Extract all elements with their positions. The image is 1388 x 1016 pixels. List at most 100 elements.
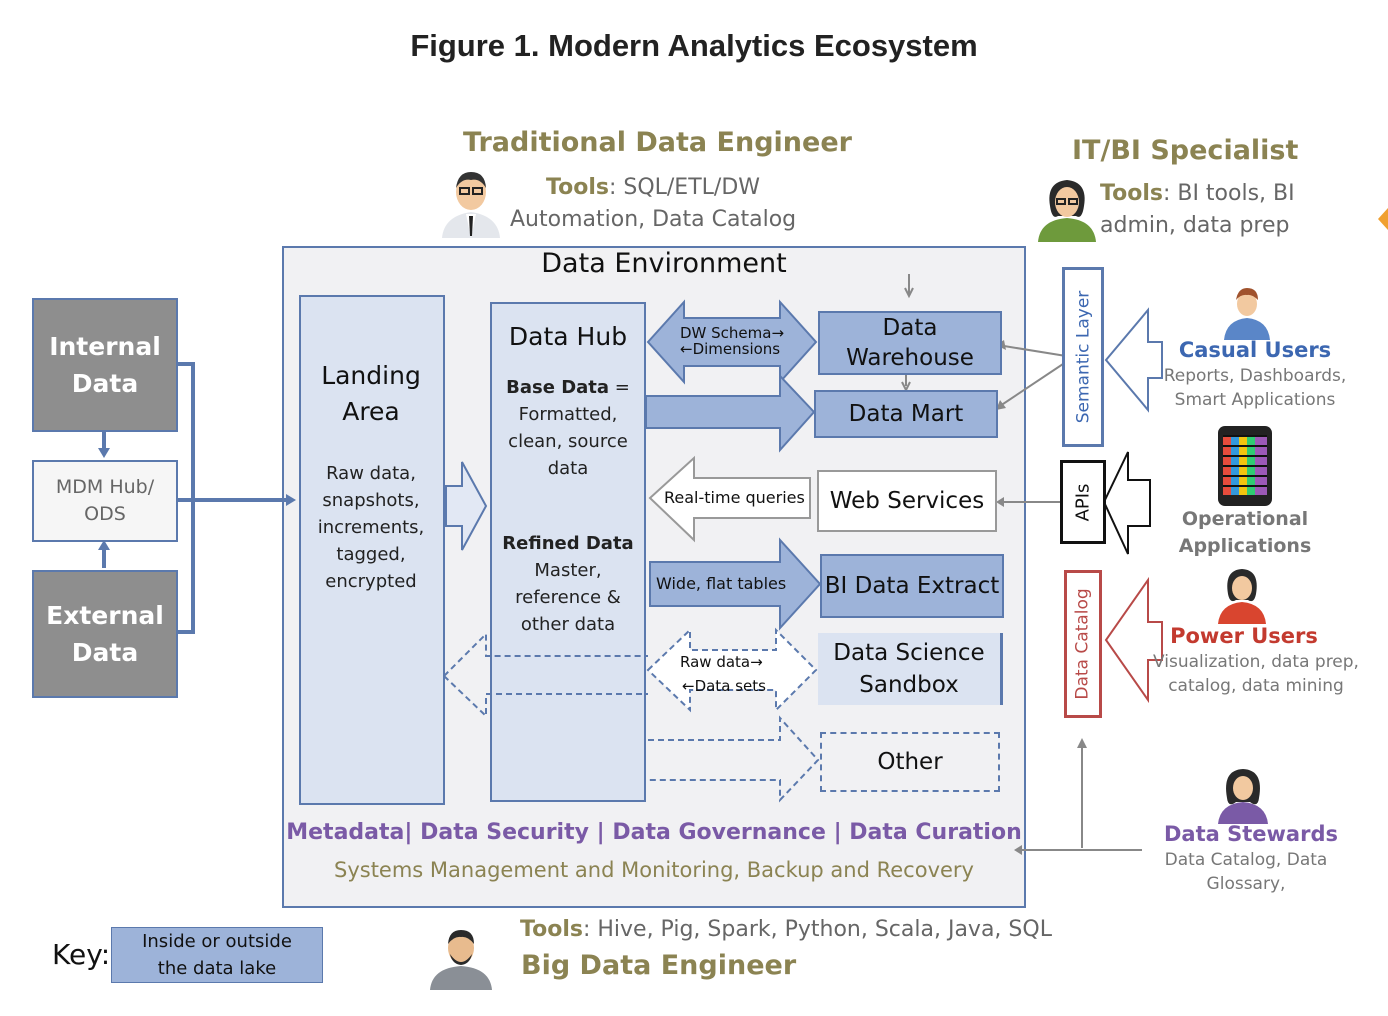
desc-line: Smart Applications [1174, 390, 1336, 410]
desc-line: Data Catalog, Data [1164, 850, 1328, 870]
desc-line: Glossary, [1206, 874, 1286, 894]
desc-line: encrypted [325, 571, 417, 592]
big-data-engineer-title: Big Data Engineer [521, 950, 797, 981]
casual-users-desc: Reports, Dashboards, Smart Applications [1150, 364, 1360, 412]
data-security-label: Data Security [420, 820, 589, 845]
web-services-box: Web Services [817, 470, 997, 532]
tools-line: : BI tools, BI [1162, 181, 1295, 206]
data-mart-box: Data Mart [814, 390, 998, 438]
separator: | [596, 820, 605, 845]
smartphone-icon [1218, 426, 1272, 506]
data-stewards-title: Data Stewards [1164, 822, 1338, 846]
title-line: Operational [1181, 508, 1309, 530]
tools-label: Tools [1100, 181, 1163, 206]
arrow-text: ←Dimensions [680, 340, 781, 358]
box-line: External [46, 601, 164, 630]
desc-line: increments, [317, 517, 425, 538]
data-hub-base: Base Data = Formatted, clean, source dat… [490, 374, 646, 482]
key-swatch: Inside or outside the data lake [111, 927, 323, 983]
landing-area-title: Landing Area [299, 358, 443, 430]
semantic-layer-bar: Semantic Layer [1062, 267, 1104, 447]
semantic-layer-label: Semantic Layer [1073, 290, 1094, 424]
box-line: ODS [84, 503, 126, 525]
desc-line: clean, source [508, 431, 628, 452]
desc-line: Master, [534, 560, 602, 581]
apis-label: APIs [1072, 483, 1094, 521]
power-users-title: Power Users [1170, 624, 1318, 648]
data-steward-avatar [1214, 766, 1272, 824]
itbi-specialist-tools: Tools: BI tools, BI admin, data prep [1100, 178, 1330, 242]
data-hub-column [490, 302, 646, 802]
operational-apps-title: Operational Applications [1140, 506, 1350, 560]
base-data-label: Base Data [506, 377, 610, 398]
data-curation-label: Data Curation [849, 820, 1022, 845]
power-users-desc: Visualization, data prep, catalog, data … [1148, 650, 1364, 698]
box-line: Data [71, 369, 139, 398]
raw-data-label: Raw data→ ←Data sets [680, 650, 766, 698]
itbi-specialist-title: IT/BI Specialist [1072, 135, 1299, 166]
data-stewards-desc: Data Catalog, Data Glossary, [1146, 848, 1346, 896]
casual-users-title: Casual Users [1178, 338, 1332, 362]
landing-area-desc: Raw data, snapshots, increments, tagged,… [299, 460, 443, 595]
desc-line: data [547, 458, 589, 479]
landing-area-column [299, 295, 445, 805]
desc-line: other data [520, 614, 616, 635]
governance-line: Metadata| Data Security | Data Governanc… [282, 820, 1026, 845]
refined-data-label: Refined Data [502, 533, 634, 554]
itbi-specialist-avatar [1036, 176, 1098, 242]
power-user-avatar [1214, 566, 1270, 624]
box-line: Sandbox [859, 672, 959, 698]
wide-flat-tables-label: Wide, flat tables [656, 574, 787, 593]
tools-line: admin, data prep [1100, 213, 1290, 238]
data-catalog-label: Data Catalog [1073, 588, 1093, 700]
base-data-eq: = [609, 377, 630, 398]
title-line: Area [342, 397, 400, 426]
desc-line: tagged, [336, 544, 406, 565]
desc-line: reference & [515, 587, 621, 608]
desc-line: Formatted, [518, 404, 618, 425]
tools-line: : Hive, Pig, Spark, Python, Scala, Java,… [582, 917, 1052, 942]
desc-line: catalog, data mining [1168, 676, 1344, 696]
traditional-engineer-tools: Tools: SQL/ETL/DW Automation, Data Catal… [510, 172, 830, 236]
key-line: the data lake [157, 958, 277, 979]
page-edge-marker-icon [1378, 208, 1388, 230]
arrow-text: ←Data sets [682, 677, 766, 695]
systems-management-line: Systems Management and Monitoring, Backu… [334, 858, 974, 882]
separator: | [404, 820, 413, 845]
big-data-engineer-avatar [428, 924, 494, 990]
data-catalog-bar: Data Catalog [1064, 570, 1102, 718]
dw-schema-label: DW Schema→ ←Dimensions [680, 325, 784, 357]
traditional-engineer-title: Traditional Data Engineer [463, 127, 852, 158]
data-governance-label: Data Governance [612, 820, 826, 845]
apis-bar: APIs [1060, 460, 1106, 544]
data-environment-title: Data Environment [541, 248, 787, 279]
metadata-label: Metadata [286, 820, 405, 845]
big-data-engineer-tools: Tools: Hive, Pig, Spark, Python, Scala, … [520, 914, 1052, 946]
tools-line: : SQL/ETL/DW [608, 175, 761, 200]
arrow-text: DW Schema→ [680, 324, 785, 342]
other-box: Other [820, 732, 1000, 792]
desc-line: Visualization, data prep, [1153, 652, 1359, 672]
box-line: Warehouse [846, 345, 974, 371]
box-line: Internal [49, 332, 161, 361]
casual-user-avatar [1222, 284, 1272, 340]
tools-label: Tools [546, 175, 609, 200]
title-line: Landing [321, 361, 421, 390]
separator: | [833, 820, 842, 845]
mdm-hub-box: MDM Hub/ODS [32, 460, 178, 542]
key-line: Inside or outside [142, 931, 292, 952]
figure-title: Figure 1. Modern Analytics Ecosystem [410, 28, 978, 63]
tools-line: Automation, Data Catalog [510, 207, 797, 232]
box-line: MDM Hub/ [55, 476, 155, 498]
key-label: Key: [52, 938, 111, 971]
data-hub-title: Data Hub [508, 322, 628, 351]
arrow-text: Raw data→ [680, 653, 763, 671]
box-line: Data Science [833, 640, 985, 666]
realtime-queries-label: Real-time queries [664, 488, 805, 507]
title-line: Applications [1178, 535, 1312, 557]
